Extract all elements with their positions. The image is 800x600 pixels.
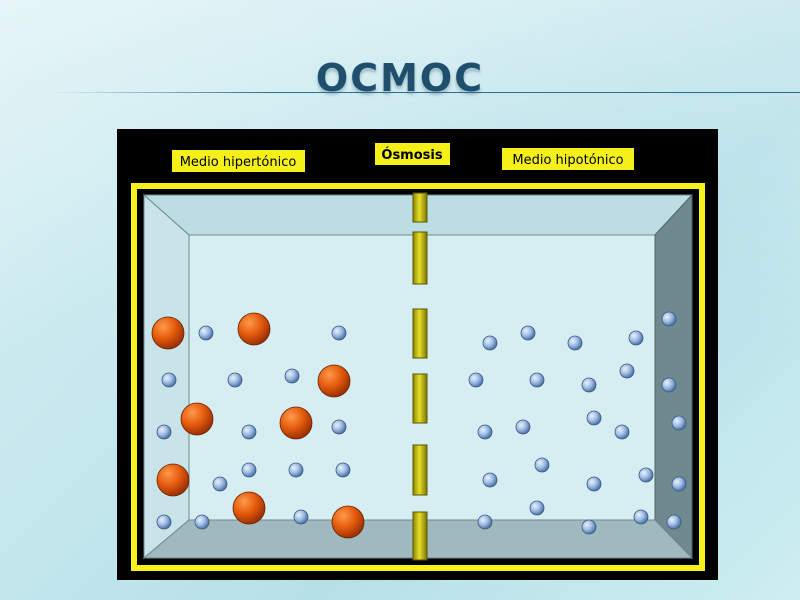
water-molecule <box>156 514 172 530</box>
label-hypertonic: Medio hipertónico <box>172 150 305 172</box>
water-molecule <box>161 372 177 388</box>
solute-particle <box>180 402 214 436</box>
water-molecule <box>581 377 597 393</box>
water-molecule <box>331 419 347 435</box>
water-molecule <box>515 419 531 435</box>
water-molecule <box>581 519 597 535</box>
water-molecule <box>534 457 550 473</box>
water-molecule <box>586 476 602 492</box>
water-molecule <box>529 500 545 516</box>
water-molecule <box>567 335 583 351</box>
solute-particle <box>317 364 351 398</box>
water-molecule <box>586 410 602 426</box>
title-underline <box>50 92 800 93</box>
osmosis-diagram: Medio hipertónico Ósmosis Medio hipotóni… <box>117 129 718 580</box>
solute-particle <box>237 312 271 346</box>
solute-particles <box>151 312 365 539</box>
water-molecule <box>198 325 214 341</box>
water-molecules-left <box>156 325 351 530</box>
water-molecule <box>671 415 687 431</box>
water-molecule <box>194 514 210 530</box>
water-molecule <box>619 363 635 379</box>
water-molecule <box>335 462 351 478</box>
solute-particle <box>232 491 266 525</box>
water-molecule <box>661 377 677 393</box>
water-molecule <box>661 311 677 327</box>
water-molecules-right <box>468 311 687 535</box>
water-molecule <box>477 424 493 440</box>
water-molecule <box>520 325 536 341</box>
water-molecule <box>482 335 498 351</box>
slide-title: ОСМОС <box>315 56 485 100</box>
water-molecule <box>628 330 644 346</box>
solute-particle <box>279 406 313 440</box>
solute-particle <box>156 463 190 497</box>
water-molecule <box>477 514 493 530</box>
water-molecule <box>468 372 484 388</box>
water-molecule <box>288 462 304 478</box>
water-molecule <box>614 424 630 440</box>
water-molecule <box>633 509 649 525</box>
svg-text:Medio hipotónico: Medio hipotónico <box>512 153 623 168</box>
solute-particle <box>151 316 185 350</box>
water-molecule <box>156 424 172 440</box>
svg-text:Medio hipertónico: Medio hipertónico <box>180 155 297 170</box>
svg-text:Ósmosis: Ósmosis <box>381 147 442 163</box>
water-molecule <box>482 472 498 488</box>
water-molecule <box>284 368 300 384</box>
water-molecule <box>227 372 243 388</box>
label-osmosis: Ósmosis <box>375 143 450 165</box>
water-molecule <box>529 372 545 388</box>
water-molecule <box>241 462 257 478</box>
water-molecule <box>666 514 682 530</box>
solute-particle <box>331 505 365 539</box>
water-molecule <box>212 476 228 492</box>
water-molecule <box>293 509 309 525</box>
label-hypotonic: Medio hipotónico <box>502 148 634 170</box>
water-molecule <box>638 467 654 483</box>
water-molecule <box>331 325 347 341</box>
water-molecule <box>671 476 687 492</box>
semipermeable-membrane <box>412 192 428 561</box>
water-molecule <box>241 424 257 440</box>
